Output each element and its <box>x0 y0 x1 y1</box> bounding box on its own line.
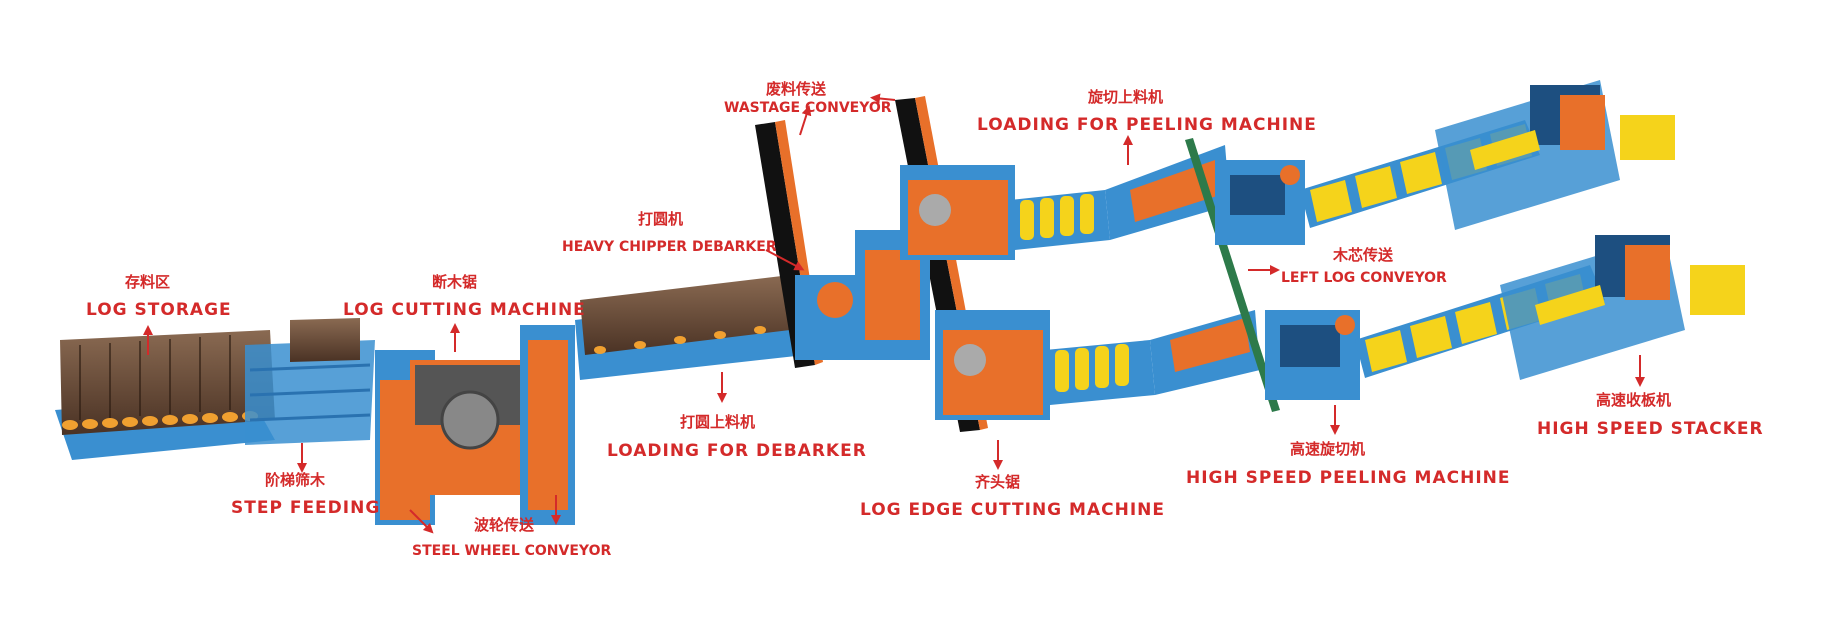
log-edge-cutting-upper <box>900 165 1015 260</box>
edge-cutting-label-zh: 齐头锯 <box>975 473 1021 491</box>
loading-peeling-label-en: LOADING FOR PEELING MACHINE <box>977 115 1317 135</box>
log-edge-cutting-lower <box>935 310 1050 420</box>
stacker-lower <box>1500 235 1745 380</box>
steel-wheel-label-zh: 波轮传送 <box>474 516 535 534</box>
log-cutting-machine <box>375 325 575 525</box>
chipper-label-en: HEAVY CHIPPER DEBARKER <box>562 239 777 255</box>
loading-for-debarker <box>575 275 805 380</box>
step-feeding-label-zh: 阶梯筛木 <box>265 471 326 489</box>
step-feeding-machine <box>245 318 375 445</box>
stacker-label-en: HIGH SPEED STACKER <box>1537 419 1764 439</box>
loading-peeling-label-zh: 旋切上料机 <box>1088 88 1164 106</box>
edge-cutting-label-en: LOG EDGE CUTTING MACHINE <box>860 500 1165 520</box>
peeling-label-en: HIGH SPEED PEELING MACHINE <box>1186 468 1511 488</box>
chipper-label-zh: 打圆机 <box>638 210 684 228</box>
peeling-label-zh: 高速旋切机 <box>1290 440 1366 458</box>
peeling-loader-lower <box>1045 310 1260 405</box>
log-cutting-label-zh: 断木锯 <box>432 273 478 291</box>
stacker-upper <box>1435 80 1675 230</box>
peeling-machine-lower <box>1265 310 1360 400</box>
wastage-label-en: WASTAGE CONVEYOR <box>724 100 892 116</box>
peeling-machine-upper <box>1215 160 1305 245</box>
log-storage-label-zh: 存料区 <box>125 273 171 291</box>
stacker-label-zh: 高速收板机 <box>1596 391 1672 409</box>
left-log-label-en: LEFT LOG CONVEYOR <box>1281 270 1447 286</box>
log-storage-label-en: LOG STORAGE <box>86 300 232 320</box>
left-log-label-zh: 木芯传送 <box>1333 246 1394 264</box>
loading-debarker-label-en: LOADING FOR DEBARKER <box>607 441 867 461</box>
wastage-label-zh: 废料传送 <box>766 80 827 98</box>
log-cutting-label-en: LOG CUTTING MACHINE <box>343 300 586 320</box>
steel-wheel-label-en: STEEL WHEEL CONVEYOR <box>412 543 612 559</box>
log-storage-area <box>55 330 275 460</box>
label-arrows <box>143 93 1645 534</box>
step-feeding-label-en: STEP FEEDING <box>231 498 381 518</box>
left-log-conveyor <box>1185 138 1280 412</box>
loading-debarker-label-zh: 打圆上料机 <box>680 413 756 431</box>
